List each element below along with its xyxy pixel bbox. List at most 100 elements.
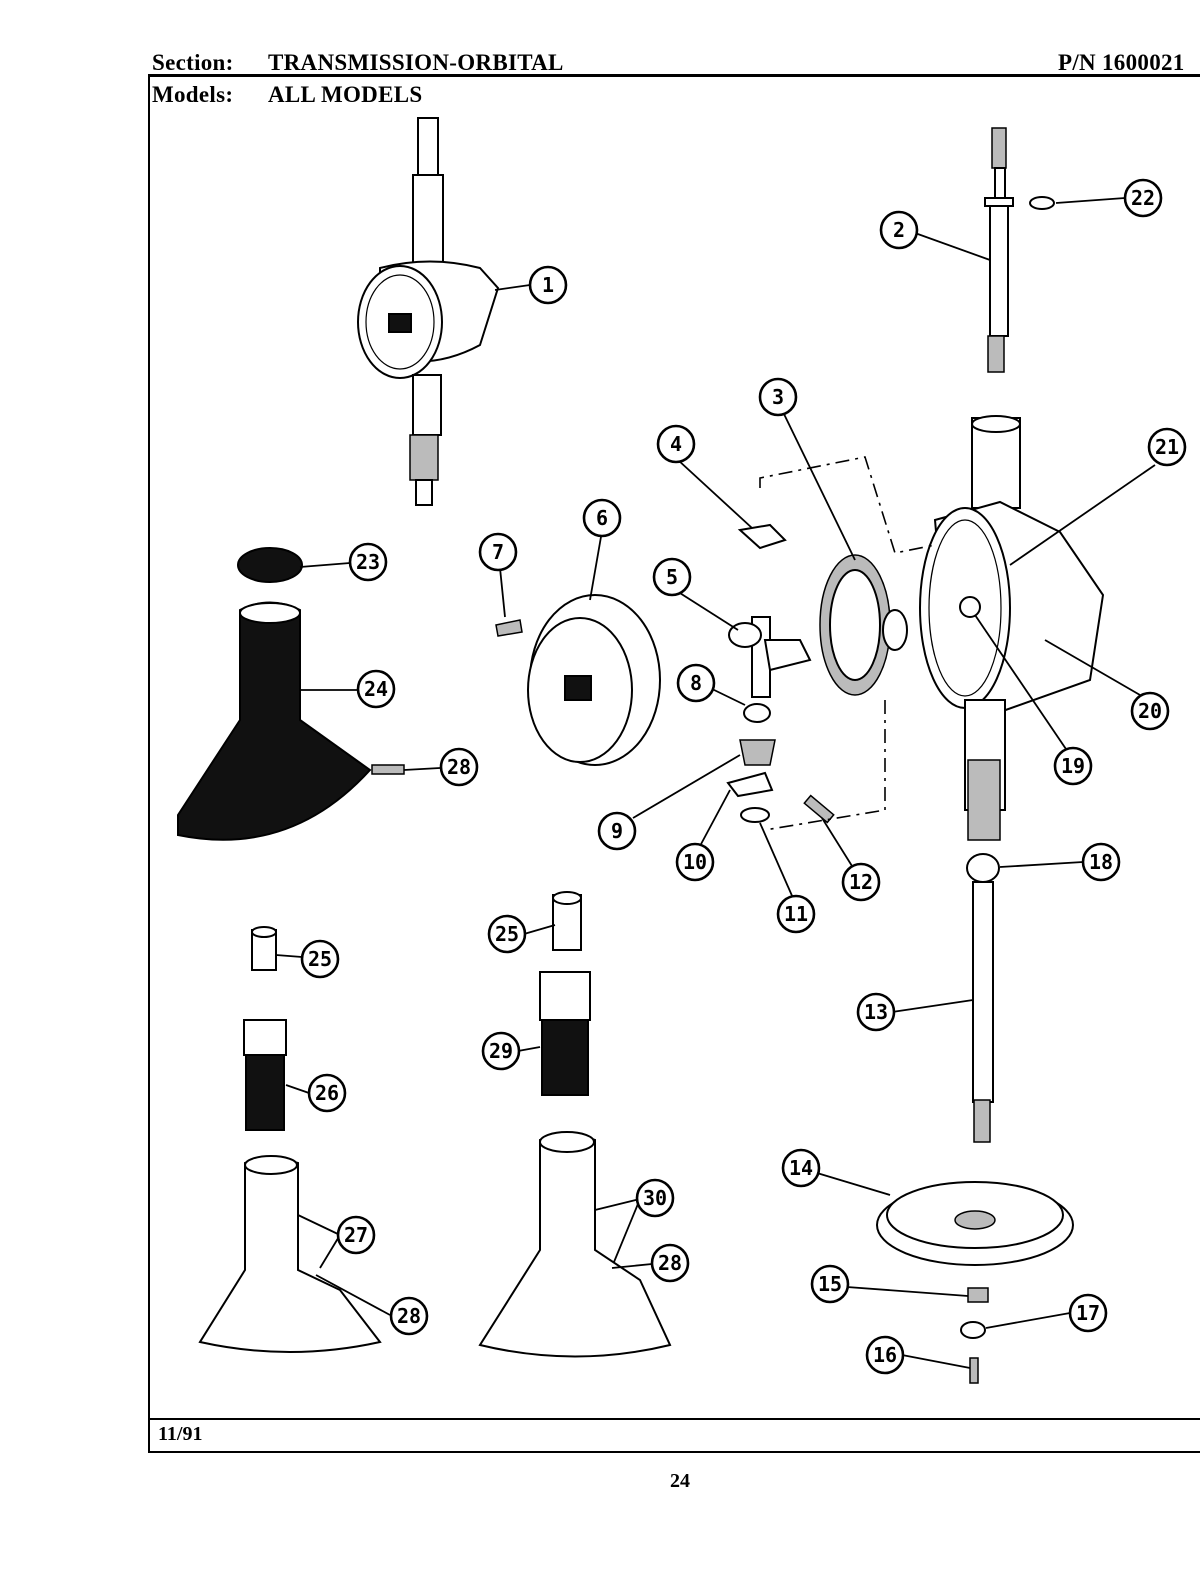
callout-8: 8 bbox=[676, 663, 716, 703]
callout-15: 15 bbox=[810, 1264, 850, 1304]
part-seal-cap bbox=[966, 853, 1000, 883]
part-cover-plate bbox=[527, 594, 661, 766]
part-transmission-assembly bbox=[357, 117, 500, 506]
svg-text:15: 15 bbox=[818, 1272, 842, 1296]
svg-text:10: 10 bbox=[683, 850, 707, 874]
svg-text:2: 2 bbox=[893, 218, 905, 242]
section-label: Section: bbox=[152, 50, 234, 75]
callout-4: 4 bbox=[656, 424, 696, 464]
part-shaft bbox=[984, 127, 1014, 373]
callout-17: 17 bbox=[1068, 1293, 1108, 1333]
page-number: 24 bbox=[670, 1470, 690, 1492]
part-agitator-center bbox=[478, 1131, 672, 1358]
callout-9: 9 bbox=[597, 811, 637, 851]
svg-text:19: 19 bbox=[1061, 754, 1085, 778]
svg-text:5: 5 bbox=[666, 565, 678, 589]
callout-18: 18 bbox=[1081, 842, 1121, 882]
callout-10: 10 bbox=[675, 842, 715, 882]
footer-rule bbox=[150, 1418, 1200, 1420]
part-filter-center bbox=[539, 971, 591, 1096]
part-main-gear bbox=[819, 554, 908, 696]
svg-text:21: 21 bbox=[1155, 435, 1179, 459]
part-number: P/N 1600021 bbox=[1058, 50, 1185, 75]
svg-text:27: 27 bbox=[344, 1223, 368, 1247]
callout-5: 5 bbox=[652, 557, 692, 597]
callout-20: 20 bbox=[1130, 691, 1170, 731]
callout-16: 16 bbox=[865, 1335, 905, 1375]
part-filter-left bbox=[243, 1019, 287, 1131]
callout-19: 19 bbox=[1053, 746, 1093, 786]
part-nut bbox=[967, 1287, 989, 1303]
callout-14: 14 bbox=[781, 1148, 821, 1188]
svg-text:4: 4 bbox=[670, 432, 682, 456]
part-agitator-barrel-dark bbox=[177, 601, 372, 841]
callout-2: 2 bbox=[879, 210, 919, 250]
callout-28-left: 28 bbox=[389, 1296, 429, 1336]
callout-27: 27 bbox=[336, 1215, 376, 1255]
part-agitator-left bbox=[198, 1155, 382, 1353]
callout-6: 6 bbox=[582, 498, 622, 538]
svg-text:24: 24 bbox=[364, 677, 388, 701]
svg-text:29: 29 bbox=[489, 1039, 513, 1063]
svg-text:28: 28 bbox=[397, 1304, 421, 1328]
models-label: Models: bbox=[152, 82, 234, 107]
callout-30: 30 bbox=[635, 1178, 675, 1218]
part-thrust-washer bbox=[740, 807, 770, 823]
svg-text:16: 16 bbox=[873, 1343, 897, 1367]
callout-13: 13 bbox=[856, 992, 896, 1032]
svg-text:23: 23 bbox=[356, 550, 380, 574]
part-pin bbox=[803, 794, 835, 824]
part-bushing bbox=[743, 703, 771, 723]
callout-28-top: 28 bbox=[439, 747, 479, 787]
svg-text:28: 28 bbox=[658, 1251, 682, 1275]
svg-text:22: 22 bbox=[1131, 186, 1155, 210]
svg-text:8: 8 bbox=[690, 671, 702, 695]
part-clip bbox=[737, 523, 787, 550]
callout-21: 21 bbox=[1147, 427, 1187, 467]
svg-text:14: 14 bbox=[789, 1156, 813, 1180]
part-crank bbox=[728, 616, 812, 698]
callout-25-left: 25 bbox=[300, 939, 340, 979]
svg-text:11: 11 bbox=[784, 902, 808, 926]
part-lock-washer bbox=[960, 1321, 986, 1339]
part-cap-small-center bbox=[552, 891, 582, 951]
callout-12: 12 bbox=[841, 862, 881, 902]
models-value: ALL MODELS bbox=[268, 82, 423, 107]
svg-text:3: 3 bbox=[772, 385, 784, 409]
part-screw-28a bbox=[371, 764, 405, 775]
svg-text:17: 17 bbox=[1076, 1301, 1100, 1325]
svg-text:6: 6 bbox=[596, 506, 608, 530]
part-bolt bbox=[969, 1357, 979, 1384]
revision-date: 11/91 bbox=[158, 1423, 203, 1445]
callout-3: 3 bbox=[758, 377, 798, 417]
callout-22: 22 bbox=[1123, 178, 1163, 218]
svg-text:1: 1 bbox=[542, 273, 554, 297]
callout-25-center: 25 bbox=[487, 914, 527, 954]
svg-text:7: 7 bbox=[492, 540, 504, 564]
diagram-frame bbox=[148, 75, 1200, 1453]
callout-26: 26 bbox=[307, 1073, 347, 1113]
svg-text:20: 20 bbox=[1138, 699, 1162, 723]
part-cap-small-left bbox=[251, 926, 277, 971]
part-pinion-gear bbox=[739, 739, 776, 766]
part-snap-ring bbox=[1029, 196, 1055, 210]
svg-text:25: 25 bbox=[308, 947, 332, 971]
svg-text:18: 18 bbox=[1089, 850, 1113, 874]
callout-24: 24 bbox=[356, 669, 396, 709]
header-rule bbox=[148, 74, 1200, 76]
part-drive-shaft bbox=[972, 881, 994, 1143]
svg-text:30: 30 bbox=[643, 1186, 667, 1210]
part-agitator-cap bbox=[237, 547, 303, 583]
svg-text:9: 9 bbox=[611, 819, 623, 843]
part-pulley bbox=[876, 1181, 1074, 1266]
svg-text:25: 25 bbox=[495, 922, 519, 946]
svg-text:13: 13 bbox=[864, 1000, 888, 1024]
svg-text:28: 28 bbox=[447, 755, 471, 779]
section-value: TRANSMISSION-ORBITAL bbox=[268, 50, 564, 75]
callout-7: 7 bbox=[478, 532, 518, 572]
callout-1: 1 bbox=[528, 265, 568, 305]
callout-11: 11 bbox=[776, 894, 816, 934]
leader-lines bbox=[275, 197, 1156, 1369]
callout-28-center: 28 bbox=[650, 1243, 690, 1283]
